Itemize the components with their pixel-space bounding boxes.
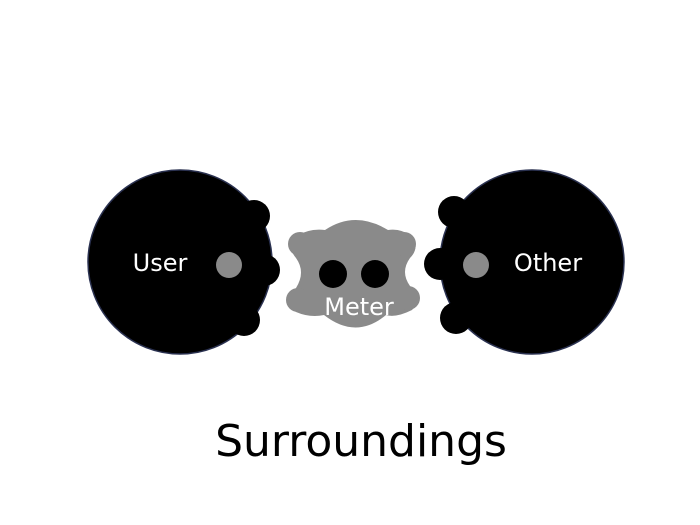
user-connector-dot [216,252,242,278]
meter-label: Meter [324,293,394,321]
diagram-caption: Surroundings [215,416,507,467]
other-connector-dot [463,252,489,278]
user-piece-tab-top [238,200,270,232]
other-piece-tab-bottom [440,302,472,334]
user-piece-tab-middle [248,254,280,286]
meter-left-connector-dot [319,260,347,288]
other-piece-tab-top [438,196,470,228]
meter-piece-body [291,220,417,328]
user-piece: User [87,169,280,355]
other-piece: Other [424,169,625,355]
meter-piece-tab-top-right [392,232,416,256]
user-piece-tab-bottom [228,304,260,336]
meter-piece-tab-bottom-right [396,286,420,310]
other-label: Other [514,249,582,277]
meter-right-connector-dot [361,260,389,288]
meter-piece-tab-top-left [288,232,312,256]
meter-piece-tab-bottom-left [286,288,310,312]
meter-piece: Meter [286,220,420,328]
other-piece-tab-middle [424,248,456,280]
user-label: User [133,249,188,277]
